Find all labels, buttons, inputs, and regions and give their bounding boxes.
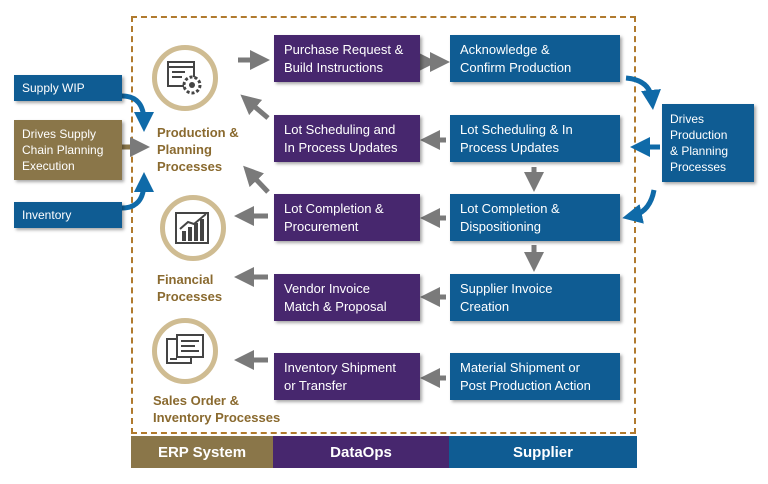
drives-production-box: Drives Production & Planning Processes (662, 104, 754, 182)
supply-wip-label: Supply WIP (22, 81, 85, 95)
supplier-invoice-box: Supplier Invoice Creation (450, 274, 620, 321)
financial-circle (160, 195, 226, 261)
footer-supplier-label: Supplier (512, 443, 573, 461)
footer-dataops: DataOps (273, 436, 449, 468)
footer-erp: ERP System (131, 436, 273, 468)
vendor-invoice-label: Vendor Invoice Match & Proposal (284, 280, 387, 314)
lot-completion-dispositioning-label: Lot Completion & Dispositioning (460, 200, 560, 234)
acknowledge-label: Acknowledge & Confirm Production (460, 41, 572, 75)
production-gear-icon (167, 61, 202, 95)
invoice-forms-icon (166, 334, 204, 364)
material-shipment-box: Material Shipment or Post Production Act… (450, 353, 620, 400)
vendor-invoice-box: Vendor Invoice Match & Proposal (274, 274, 420, 321)
lot-completion-dispositioning-box: Lot Completion & Dispositioning (450, 194, 620, 241)
drives-supply-box: Drives Supply Chain Planning Execution (14, 120, 122, 180)
supplier-invoice-label: Supplier Invoice Creation (460, 280, 553, 314)
drives-production-label: Drives Production & Planning Processes (670, 112, 729, 174)
inventory-shipment-box: Inventory Shipment or Transfer (274, 353, 420, 400)
inventory-box: Inventory (14, 202, 122, 228)
supplier-lot-scheduling-label: Lot Scheduling & In Process Updates (460, 121, 573, 155)
process-frame (131, 16, 636, 434)
supply-wip-box: Supply WIP (14, 75, 122, 101)
sales-circle (152, 318, 218, 384)
inventory-label: Inventory (22, 208, 72, 222)
sales-label: Sales Order & Inventory Processes (153, 393, 281, 425)
purchase-request-label: Purchase Request & Build Instructions (284, 41, 404, 75)
supplier-lot-scheduling-box: Lot Scheduling & In Process Updates (450, 115, 620, 162)
production-label: Production & Planning Processes (157, 125, 239, 174)
purchase-request-box: Purchase Request & Build Instructions (274, 35, 420, 82)
inventory-shipment-label: Inventory Shipment or Transfer (284, 359, 397, 393)
arrow-acknowledge-to-drives (625, 75, 661, 110)
footer-dataops-label: DataOps (330, 443, 392, 461)
arrow-drives-to-completion (622, 189, 657, 224)
arrow-supply-wip (121, 93, 154, 132)
footer-supplier: Supplier (449, 436, 637, 468)
footer-erp-label: ERP System (157, 443, 247, 461)
acknowledge-box: Acknowledge & Confirm Production (450, 35, 620, 82)
dataops-lot-scheduling-box: Lot Scheduling and In Process Updates (274, 115, 420, 162)
arrow-completion-to-production (243, 165, 270, 194)
production-circle (152, 45, 218, 111)
material-shipment-label: Material Shipment or Post Production Act… (460, 359, 591, 393)
arrow-scheduling-to-production (240, 94, 270, 120)
drives-supply-label: Drives Supply Chain Planning Execution (22, 127, 104, 173)
arrow-inventory (121, 172, 154, 211)
growth-chart-icon (175, 212, 209, 244)
financial-label: Financial Processes (157, 272, 223, 304)
lot-completion-procurement-label: Lot Completion & Procurement (284, 200, 384, 234)
dataops-lot-scheduling-label: Lot Scheduling and In Process Updates (284, 121, 398, 155)
lot-completion-procurement-box: Lot Completion & Procurement (274, 194, 420, 241)
